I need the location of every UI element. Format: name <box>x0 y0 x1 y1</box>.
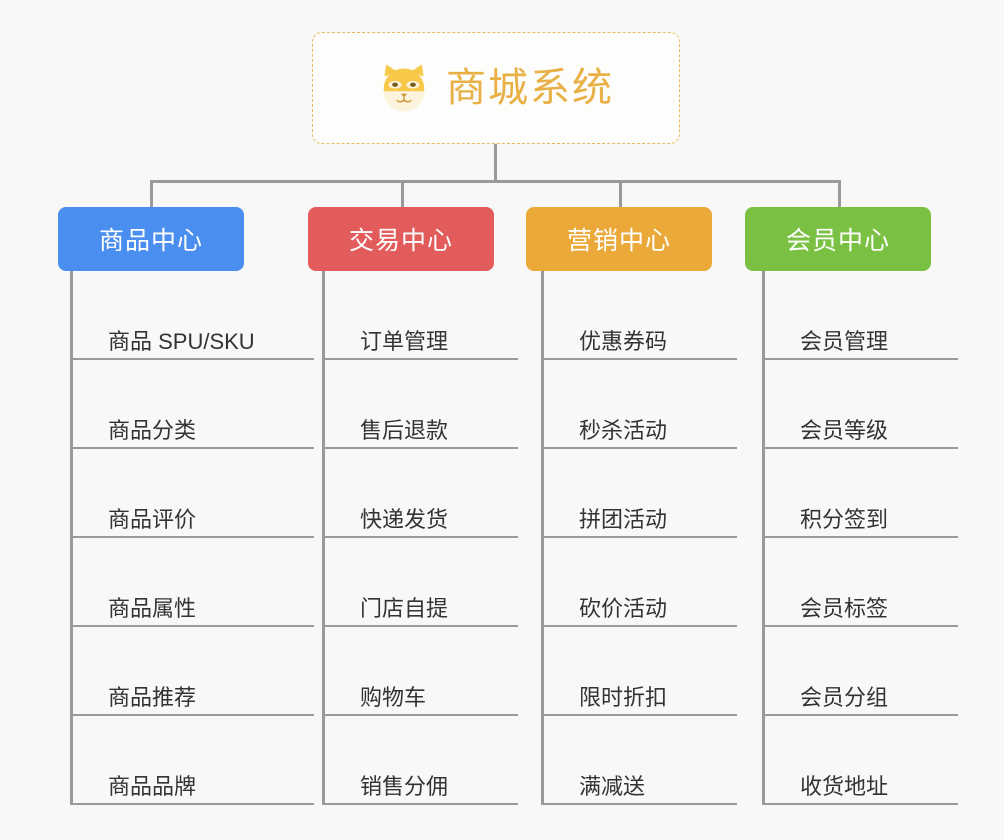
category-box-0[interactable]: 商品中心 <box>58 207 244 271</box>
branch-spine <box>541 271 544 805</box>
leaf-underline <box>322 358 518 360</box>
leaf-underline <box>70 536 314 538</box>
leaf-label: 商品属性 <box>108 595 197 621</box>
leaf-underline <box>541 714 737 716</box>
branch-column-1: 订单管理售后退款快递发货门店自提购物车销售分佣 <box>322 271 520 805</box>
drop-line-3 <box>619 180 622 208</box>
leaf-label: 购物车 <box>360 684 427 710</box>
leaf-underline <box>762 803 958 805</box>
leaf-label: 会员管理 <box>800 328 889 354</box>
root-node[interactable]: 商城系统 <box>312 32 680 144</box>
leaf-label: 商品评价 <box>108 506 197 532</box>
branch-column-0: 商品 SPU/SKU 商品分类商品评价商品属性商品推荐商品品牌 <box>70 271 316 805</box>
leaf-underline <box>762 358 958 360</box>
leaf-item[interactable]: 会员等级 <box>762 360 960 449</box>
branch-spine <box>322 271 325 805</box>
connector-bus-line <box>150 180 841 183</box>
leaf-underline <box>762 536 958 538</box>
category-label: 营销中心 <box>566 227 671 255</box>
leaf-item[interactable]: 门店自提 <box>322 538 520 627</box>
leaf-label: 销售分佣 <box>360 773 449 799</box>
leaf-label: 商品 SPU/SKU <box>108 328 255 354</box>
root-trunk-line <box>494 144 497 182</box>
category-box-2[interactable]: 营销中心 <box>526 207 712 271</box>
leaf-item[interactable]: 订单管理 <box>322 271 520 360</box>
leaf-underline <box>541 358 737 360</box>
leaf-item[interactable]: 优惠券码 <box>541 271 739 360</box>
leaf-underline <box>541 803 737 805</box>
category-label: 商品中心 <box>98 227 203 255</box>
leaf-item[interactable]: 快递发货 <box>322 449 520 538</box>
drop-line-1 <box>150 180 153 208</box>
leaf-label: 售后退款 <box>360 417 449 443</box>
leaf-label: 限时折扣 <box>579 684 668 710</box>
leaf-item[interactable]: 会员管理 <box>762 271 960 360</box>
leaf-item[interactable]: 销售分佣 <box>322 716 520 805</box>
drop-line-2 <box>401 180 404 208</box>
leaf-underline <box>70 358 314 360</box>
leaf-item[interactable]: 拼团活动 <box>541 449 739 538</box>
leaf-underline <box>762 447 958 449</box>
leaf-label: 会员标签 <box>800 595 889 621</box>
leaf-underline <box>70 714 314 716</box>
leaf-item[interactable]: 售后退款 <box>322 360 520 449</box>
leaf-item[interactable]: 商品推荐 <box>70 627 316 716</box>
leaf-label: 商品推荐 <box>108 684 197 710</box>
leaf-underline <box>322 536 518 538</box>
leaf-item[interactable]: 限时折扣 <box>541 627 739 716</box>
leaf-item[interactable]: 会员标签 <box>762 538 960 627</box>
leaf-item[interactable]: 秒杀活动 <box>541 360 739 449</box>
branch-spine <box>70 271 73 805</box>
leaf-underline <box>70 447 314 449</box>
leaf-label: 快递发货 <box>360 506 449 532</box>
category-box-3[interactable]: 会员中心 <box>745 207 931 271</box>
leaf-underline <box>541 447 737 449</box>
branch-column-2: 优惠券码秒杀活动拼团活动砍价活动限时折扣满减送 <box>541 271 739 805</box>
leaf-underline <box>762 625 958 627</box>
leaf-item[interactable]: 商品品牌 <box>70 716 316 805</box>
leaf-label: 满减送 <box>579 773 646 799</box>
leaf-underline <box>541 625 737 627</box>
leaf-label: 收货地址 <box>800 773 889 799</box>
leaf-underline <box>762 714 958 716</box>
category-label: 交易中心 <box>348 227 453 255</box>
leaf-label: 商品品牌 <box>108 773 197 799</box>
leaf-label: 商品分类 <box>108 417 197 443</box>
leaf-item[interactable]: 砍价活动 <box>541 538 739 627</box>
leaf-label: 订单管理 <box>360 328 449 354</box>
branch-spine <box>762 271 765 805</box>
dog-face-icon <box>383 64 425 112</box>
leaf-item[interactable]: 积分签到 <box>762 449 960 538</box>
root-title: 商城系统 <box>446 66 614 110</box>
leaf-label: 会员等级 <box>800 417 889 443</box>
leaf-underline <box>322 714 518 716</box>
leaf-item[interactable]: 商品 SPU/SKU <box>70 271 316 360</box>
leaf-underline <box>322 803 518 805</box>
leaf-underline <box>322 447 518 449</box>
leaf-item[interactable]: 满减送 <box>541 716 739 805</box>
leaf-underline <box>70 625 314 627</box>
leaf-label: 会员分组 <box>800 684 889 710</box>
leaf-item[interactable]: 商品分类 <box>70 360 316 449</box>
leaf-underline <box>70 803 314 805</box>
leaf-item[interactable]: 购物车 <box>322 627 520 716</box>
leaf-item[interactable]: 商品属性 <box>70 538 316 627</box>
leaf-label: 砍价活动 <box>579 595 668 621</box>
leaf-item[interactable]: 收货地址 <box>762 716 960 805</box>
drop-line-4 <box>838 180 841 208</box>
leaf-label: 门店自提 <box>360 595 449 621</box>
category-label: 会员中心 <box>785 227 890 255</box>
leaf-underline <box>541 536 737 538</box>
leaf-label: 拼团活动 <box>579 506 668 532</box>
leaf-label: 优惠券码 <box>579 328 668 354</box>
leaf-label: 积分签到 <box>800 506 889 532</box>
leaf-label: 秒杀活动 <box>579 417 668 443</box>
leaf-item[interactable]: 会员分组 <box>762 627 960 716</box>
category-box-1[interactable]: 交易中心 <box>308 207 494 271</box>
leaf-item[interactable]: 商品评价 <box>70 449 316 538</box>
branch-column-3: 会员管理会员等级积分签到会员标签会员分组收货地址 <box>762 271 960 805</box>
leaf-underline <box>322 625 518 627</box>
